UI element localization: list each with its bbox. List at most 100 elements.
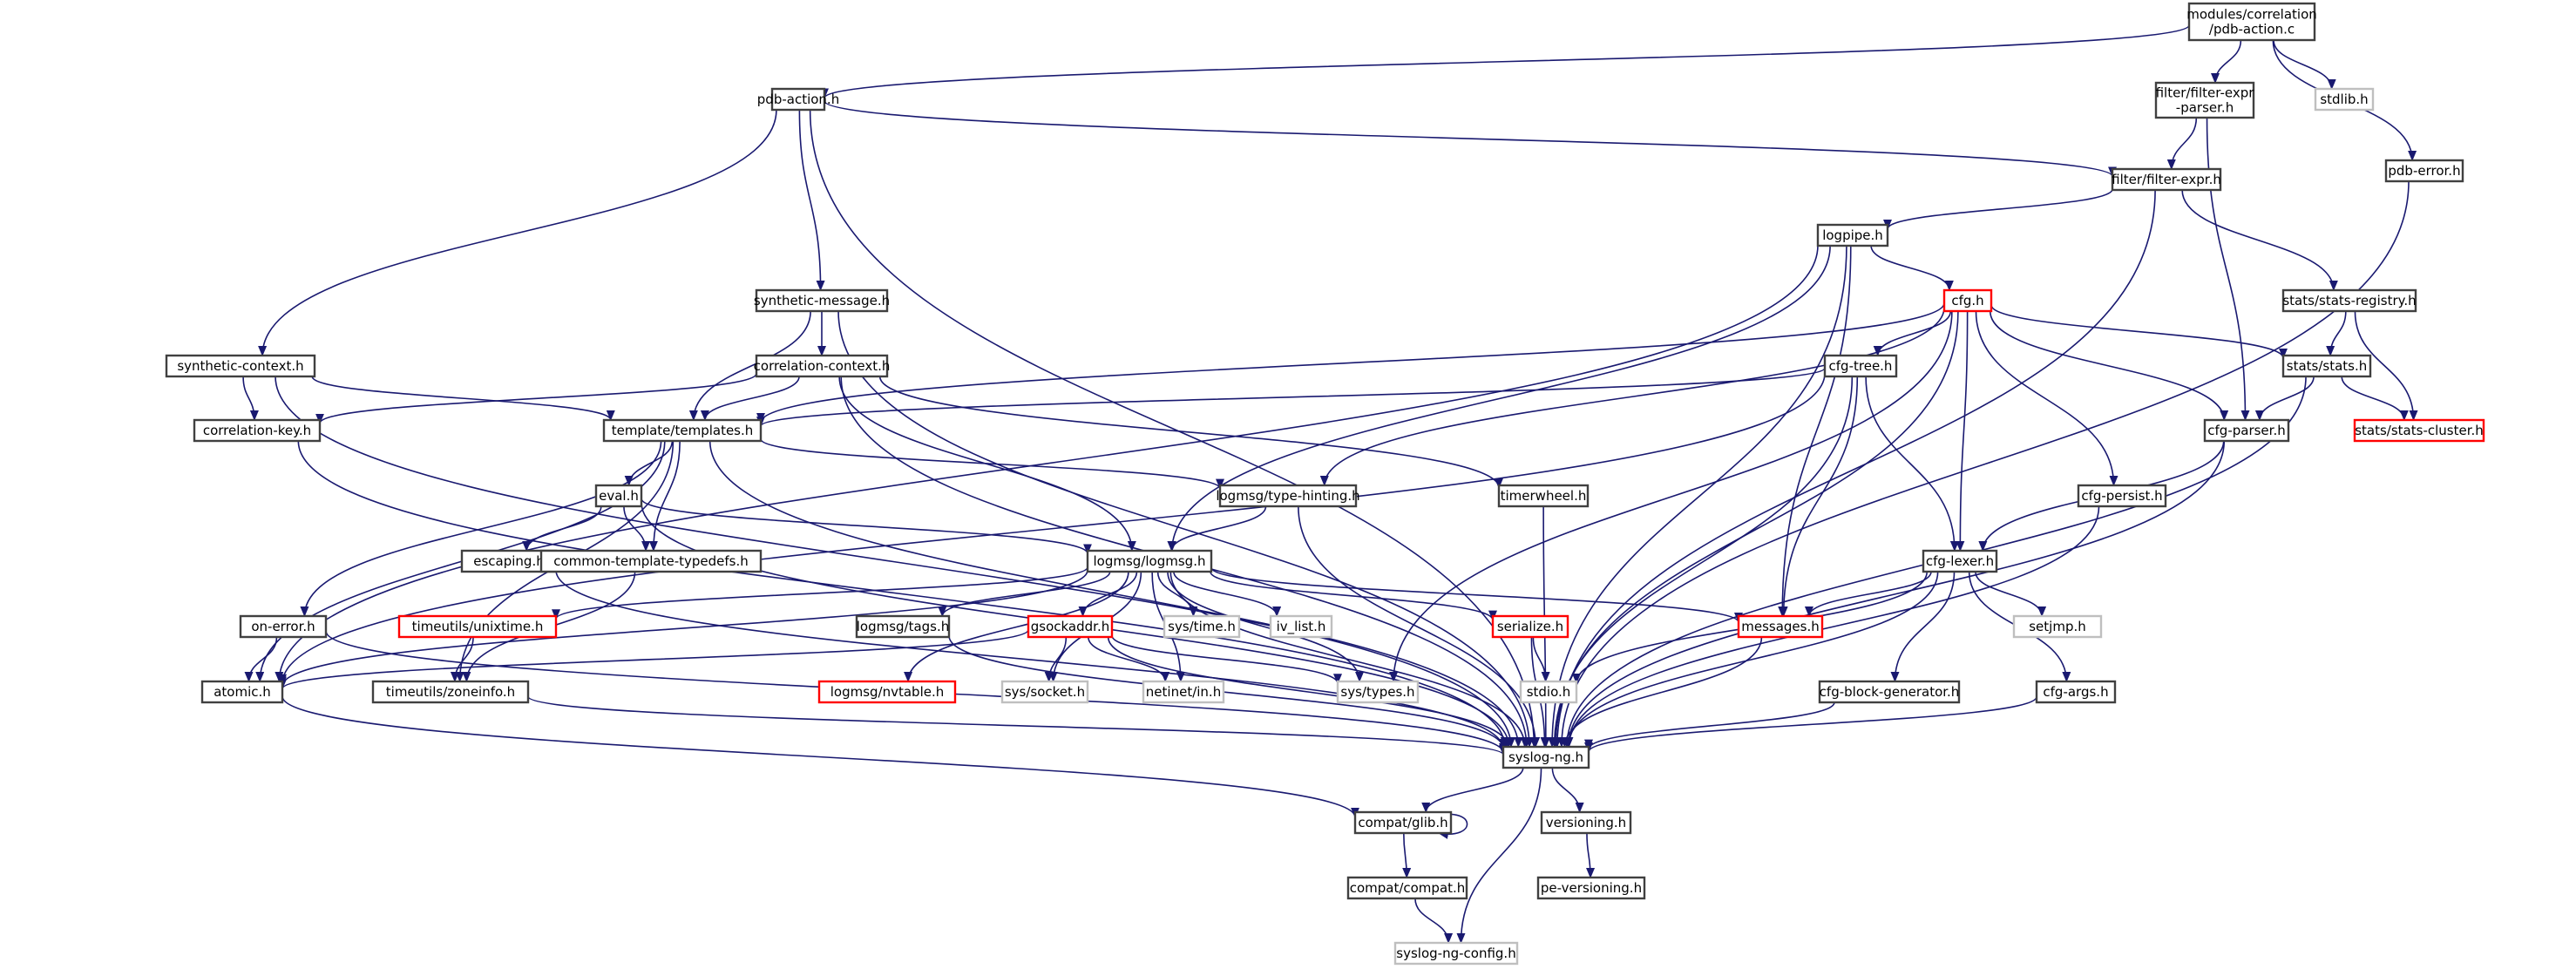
edge-cfg_lexer-to-cfg_block_generator — [1890, 571, 1956, 682]
node-netinet-in[interactable]: netinet/in.h — [1142, 680, 1225, 704]
node-compat-glib[interactable]: compat/glib.h — [1353, 810, 1453, 835]
node-box — [1922, 549, 1998, 573]
node-cfg-persist[interactable]: cfg-persist.h — [2077, 484, 2167, 508]
node-type-hinting[interactable]: logmsg/type-hinting.h — [1216, 484, 1360, 508]
node-serialize[interactable]: serialize.h — [1491, 614, 1569, 639]
node-cfg-parser[interactable]: cfg-parser.h — [2203, 418, 2290, 443]
node-on-error[interactable]: on-error.h — [239, 614, 328, 639]
node-setjmp[interactable]: setjmp.h — [2012, 614, 2103, 639]
edge-logmsg-to-serialize — [1210, 571, 1497, 621]
node-cfg[interactable]: cfg.h — [1942, 288, 1993, 313]
node-syslog-ng[interactable]: syslog-ng.h — [1502, 745, 1590, 769]
node-pdb-error[interactable]: pdb-error.h — [2384, 159, 2464, 183]
edge-cfg-to-stats — [1990, 304, 2288, 359]
edge-cfg_lexer-to-setjmp — [1975, 571, 2047, 617]
edge-logmsg-to-iv_list — [1173, 571, 1282, 617]
edge-cfg-to-templates — [756, 302, 1945, 424]
node-compat-compat[interactable]: compat/compat.h — [1346, 876, 1468, 900]
edge-logpipe-to-cfg — [1870, 245, 1954, 291]
node-syslog-ng-config[interactable]: syslog-ng-config.h — [1393, 941, 1519, 966]
node-timerwheel[interactable]: timerwheel.h — [1497, 484, 1590, 508]
node-templates[interactable]: template/templates.h — [602, 418, 763, 443]
node-box — [2384, 159, 2464, 183]
edge-cfg_args-to-syslog_ng — [1584, 696, 2037, 753]
edge-layer — [242, 24, 2418, 944]
node-sys-types[interactable]: sys/types.h — [1336, 680, 1420, 704]
node-stats[interactable]: stats/stats.h — [2281, 354, 2372, 378]
edge-filter_expr_parser-to-filter_expr — [2166, 117, 2198, 170]
node-cfg-tree[interactable]: cfg-tree.h — [1823, 354, 1898, 378]
node-versioning[interactable]: versioning.h — [1540, 810, 1632, 835]
node-box — [1000, 680, 1089, 704]
node-stats-cluster[interactable]: stats/stats-cluster.h — [2353, 418, 2485, 443]
edge-templates-to-common_template_typedefs — [648, 440, 681, 552]
node-correlation-context[interactable]: correlation-context.h — [754, 354, 891, 378]
node-box — [1497, 484, 1590, 508]
node-label: eval.h — [599, 488, 639, 504]
node-label: stats/stats-cluster.h — [2355, 423, 2484, 438]
node-label: serialize.h — [1497, 619, 1563, 634]
node-unixtime[interactable]: timeutils/unixtime.h — [397, 614, 558, 639]
edge-synthetic_message-to-templates — [688, 310, 811, 421]
edge-stats-to-stats_cluster — [2341, 376, 2409, 421]
edge-gsockaddr-to-sys_socket — [1044, 636, 1068, 682]
node-label: logmsg/nvtable.h — [830, 684, 945, 700]
node-cfg-block-generator[interactable]: cfg-block-generator.h — [1818, 680, 1961, 704]
node-cfg-args[interactable]: cfg-args.h — [2035, 680, 2117, 704]
edge-root-to-pdb_action_h — [820, 24, 2190, 99]
node-eval[interactable]: eval.h — [594, 484, 643, 508]
node-box — [1519, 680, 1578, 704]
node-common-template-typedefs[interactable]: common-template-typedefs.h — [539, 549, 763, 573]
node-label: sys/socket.h — [1005, 684, 1085, 700]
node-label: timeutils/zoneinfo.h — [386, 684, 515, 700]
node-label: logmsg/type-hinting.h — [1216, 488, 1359, 504]
node-atomic[interactable]: atomic.h — [200, 680, 284, 704]
node-box — [239, 614, 328, 639]
node-stdlib[interactable]: stdlib.h — [2314, 87, 2375, 112]
node-cfg-lexer[interactable]: cfg-lexer.h — [1922, 549, 1998, 573]
node-tags[interactable]: logmsg/tags.h — [855, 614, 951, 639]
node-stats-registry[interactable]: stats/stats-registry.h — [2281, 288, 2417, 313]
node-root[interactable]: modules/correlation/pdb-action.c — [2186, 2, 2317, 42]
edge-root-to-filter_expr_parser — [2211, 39, 2242, 84]
node-box — [1142, 680, 1225, 704]
node-box — [2077, 484, 2167, 508]
edge-versioning-to-pe_versioning — [1586, 832, 1596, 878]
node-box — [539, 549, 763, 573]
node-label: atomic.h — [214, 684, 271, 700]
node-gsockaddr[interactable]: gsockaddr.h — [1027, 614, 1114, 639]
node-sys-socket[interactable]: sys/socket.h — [1000, 680, 1089, 704]
edge-correlation_context-to-correlation_key — [315, 373, 757, 424]
node-nvtable[interactable]: logmsg/nvtable.h — [817, 680, 957, 704]
node-pdb-action-h[interactable]: pdb-action.h — [757, 87, 839, 112]
node-stdio[interactable]: stdio.h — [1519, 680, 1578, 704]
node-iv-list[interactable]: iv_list.h — [1269, 614, 1333, 639]
edge-messages-to-syslog_ng — [1560, 636, 1763, 748]
node-correlation-key[interactable]: correlation-key.h — [193, 418, 322, 443]
node-box — [1269, 614, 1333, 639]
edge-cfg_tree-to-messages — [1779, 376, 1859, 617]
edge-cfg_block_generator-to-syslog_ng — [1584, 701, 1835, 750]
node-synthetic-message[interactable]: synthetic-message.h — [754, 288, 890, 313]
edge-cfg-to-cfg_parser — [1989, 310, 2229, 421]
edge-cfg_lexer-to-syslog_ng — [1563, 571, 1939, 748]
node-zoneinfo[interactable]: timeutils/zoneinfo.h — [371, 680, 530, 704]
node-box — [1737, 614, 1824, 639]
node-messages[interactable]: messages.h — [1737, 614, 1824, 639]
node-logmsg[interactable]: logmsg/logmsg.h — [1086, 549, 1213, 573]
edge-cfg-to-type_hinting — [1319, 307, 1945, 486]
node-sys-time[interactable]: sys/time.h — [1163, 614, 1241, 639]
node-synthetic-context[interactable]: synthetic-context.h — [165, 354, 316, 378]
edge-cfg_tree-to-atomic — [278, 373, 1826, 685]
node-filter-expr[interactable]: filter/filter-expr.h — [2111, 167, 2222, 192]
edge-logmsg-to-gsockaddr — [1078, 571, 1138, 617]
node-logpipe[interactable]: logpipe.h — [1816, 223, 1889, 247]
edge-gsockaddr-to-atomic — [278, 629, 1029, 690]
node-pe-versioning[interactable]: pe-versioning.h — [1536, 876, 1646, 900]
node-box — [1346, 876, 1468, 900]
node-filter-expr-parser[interactable]: filter/filter-expr-parser.h — [2154, 81, 2255, 119]
edge-gsockaddr-to-sys_types — [1111, 634, 1342, 685]
edge-correlation_context-to-timerwheel — [878, 376, 1503, 489]
edge-cfg_lexer-to-messages — [1805, 571, 1932, 617]
node-label: stdio.h — [1527, 684, 1571, 700]
